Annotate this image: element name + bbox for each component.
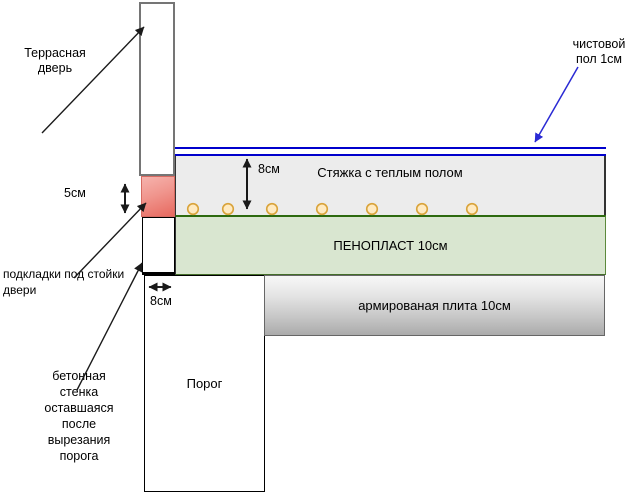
wall-dim-label: 8см: [150, 294, 172, 308]
door-pad-block: [141, 176, 175, 217]
screed-label: Стяжка с теплым полом: [317, 165, 463, 180]
terrace-door-label: Террасная дверь: [24, 46, 86, 75]
threshold-label: Порог: [186, 376, 223, 391]
terrace-door-arrow: [41, 26, 145, 134]
foam-label: ПЕНОПЛАСТ 10см: [333, 238, 448, 253]
slab-layer: армированая плита 10см: [264, 275, 605, 336]
door-pads-label: подкладки под стойки двери: [3, 267, 125, 297]
threshold-block: Порог: [144, 275, 265, 492]
finish-floor-arrow: [534, 66, 579, 143]
screed-layer: Стяжка с теплым полом: [175, 156, 606, 215]
slab-label: армированая плита 10см: [358, 298, 511, 313]
concrete-wall-remainder: [142, 217, 175, 275]
foam-layer: ПЕНОПЛАСТ 10см: [175, 215, 606, 275]
screed-dim-label: 8см: [258, 162, 280, 176]
finish-floor-label: чистовой пол 1см: [572, 37, 626, 66]
terrace-door-post: [139, 2, 175, 176]
concrete-wall-label: бетонная стенка оставшаяся после вырезан…: [44, 369, 114, 463]
pad-dim-label: 5см: [64, 186, 86, 200]
finish-floor-strip: [175, 147, 606, 156]
